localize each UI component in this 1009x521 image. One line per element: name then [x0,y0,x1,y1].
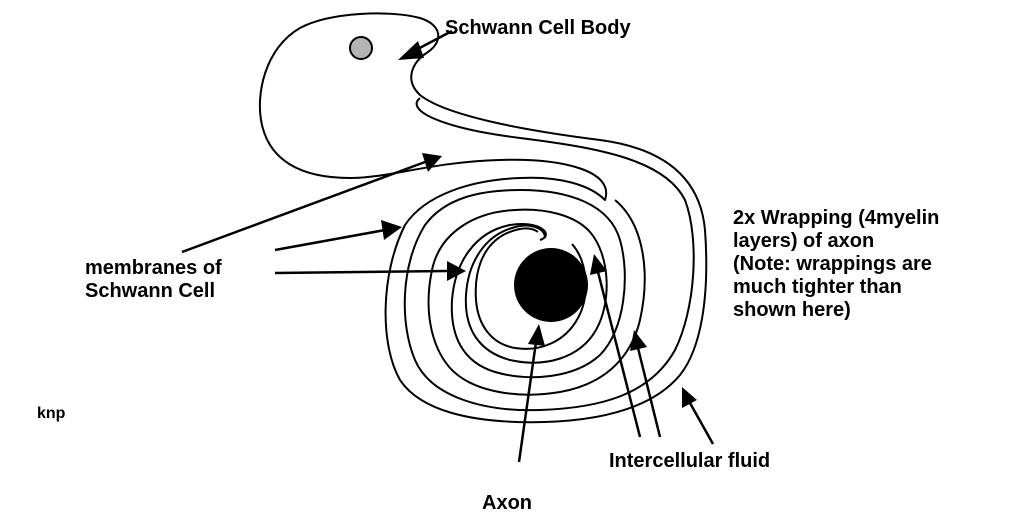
arrow-membrane-2 [275,220,402,250]
arrow-axon [519,324,545,462]
wrapping-note-label: 2x Wrapping (4myelin layers) of axon (No… [733,207,939,322]
schwann-cell-body-label: Schwann Cell Body [445,17,631,40]
intercellular-fluid-label: Intercellular fluid [609,450,770,473]
membranes-of-schwann-cell-label: membranes of Schwann Cell [85,257,222,303]
arrow-membrane-3 [275,261,466,281]
nucleus-circle [350,37,372,59]
axon-circle [514,248,588,322]
axon-label: Axon [482,492,532,515]
author-initials: knp [37,402,65,425]
arrow-fluid-3 [682,387,713,444]
schwann-cell-outer-membrane [260,13,706,422]
arrow-membrane-1 [182,153,442,252]
arrow-schwann-cell-body [398,31,452,60]
